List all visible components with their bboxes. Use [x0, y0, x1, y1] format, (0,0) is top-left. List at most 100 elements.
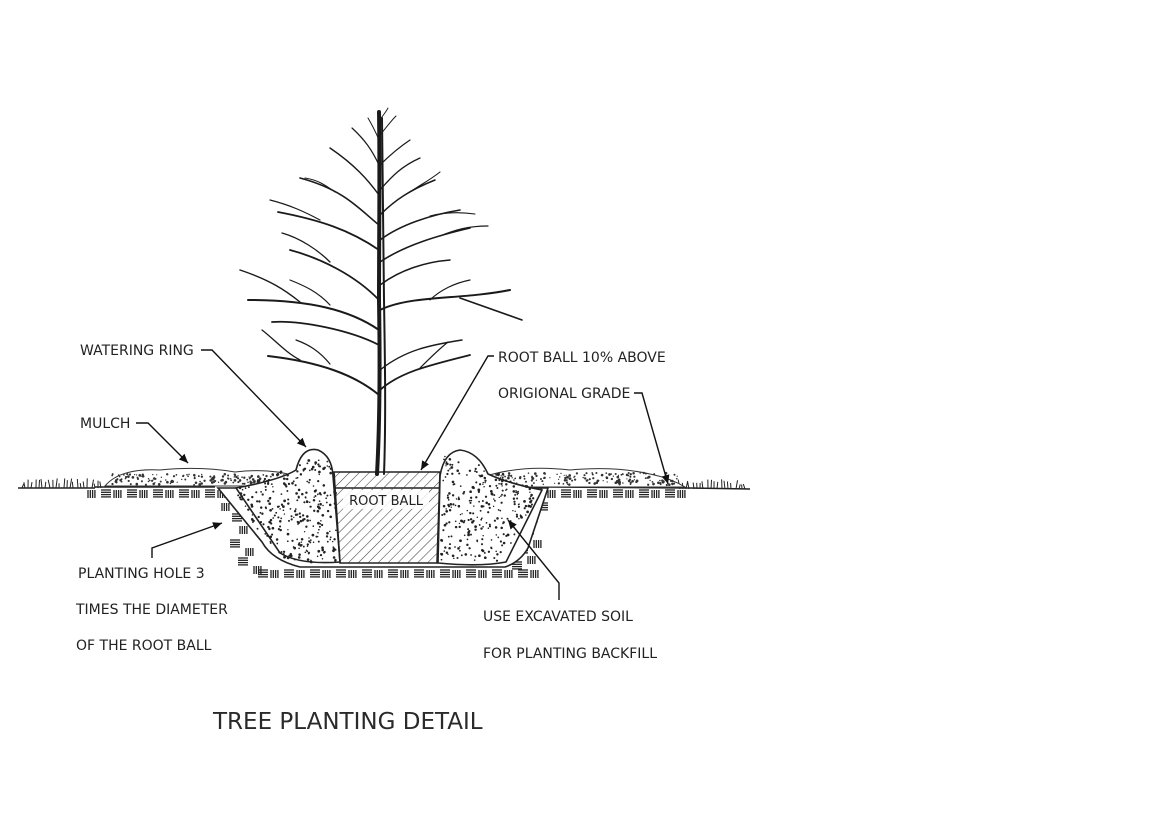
texture-dot [504, 479, 508, 482]
texture-dot [299, 544, 303, 547]
texture-dot [317, 540, 320, 543]
tree-branch [267, 355, 380, 396]
texture-dot [497, 536, 500, 539]
texture-dot [513, 533, 516, 536]
texture-dot [468, 499, 471, 502]
texture-dot [321, 548, 325, 552]
texture-dot [495, 559, 499, 562]
texture-dot [447, 553, 449, 556]
texture-dot [565, 479, 568, 482]
texture-dot [322, 504, 324, 507]
texture-dot [447, 469, 450, 472]
texture-dot [251, 478, 255, 481]
texture-dot [318, 500, 321, 502]
texture-dot [314, 489, 317, 492]
texture-dot [300, 537, 304, 541]
texture-dot [455, 498, 458, 500]
texture-dot [458, 472, 461, 475]
texture-dot [306, 480, 309, 483]
arrow-watering-ring [201, 349, 307, 448]
texture-dot [276, 473, 279, 476]
texture-dot [488, 523, 491, 526]
texture-dot [136, 476, 139, 479]
texture-dot [478, 523, 481, 526]
tree-branch [261, 329, 301, 361]
texture-dot [111, 474, 114, 477]
texture-dot [487, 527, 490, 529]
texture-dot [488, 506, 491, 509]
texture-dot [501, 493, 503, 496]
texture-dot [466, 474, 468, 476]
texture-dot [317, 531, 319, 534]
texture-dot [200, 482, 203, 485]
texture-dot [676, 475, 678, 477]
texture-dot [497, 472, 500, 476]
texture-dot [305, 491, 308, 494]
texture-dot [448, 521, 451, 524]
texture-dot [320, 523, 324, 527]
texture-dot [499, 551, 502, 554]
texture-dot [490, 546, 493, 549]
texture-dot [466, 543, 469, 547]
texture-dot [517, 492, 519, 495]
texture-dot [152, 473, 154, 476]
texture-dot [460, 554, 463, 557]
texture-dot [568, 483, 571, 486]
texture-dot [443, 523, 447, 527]
texture-dot [489, 489, 493, 493]
texture-dot [588, 478, 591, 481]
texture-dot [565, 474, 567, 476]
texture-dot [454, 520, 457, 523]
texture-dot [474, 528, 477, 531]
texture-dot [575, 472, 579, 475]
texture-dot [487, 511, 490, 514]
grass-tuft [707, 479, 719, 490]
texture-dot [306, 462, 309, 465]
texture-dot [633, 475, 636, 478]
texture-dot [166, 480, 169, 484]
texture-dot [494, 526, 498, 529]
texture-dot [562, 483, 565, 485]
texture-dot [232, 481, 235, 484]
texture-dot [444, 476, 447, 478]
texture-dot [271, 526, 275, 530]
texture-dot [152, 482, 155, 486]
texture-dot [187, 475, 189, 478]
texture-dot [591, 473, 594, 476]
texture-dot [502, 477, 504, 480]
texture-dot [314, 495, 317, 497]
texture-dot [584, 477, 587, 480]
texture-dot [539, 477, 543, 481]
texture-dot [248, 486, 250, 489]
texture-dot [530, 484, 534, 487]
texture-dot [498, 482, 500, 485]
texture-dot [282, 553, 285, 555]
texture-dot [472, 486, 475, 490]
texture-dot [149, 479, 151, 482]
texture-dot [482, 483, 484, 485]
texture-dot [540, 487, 542, 490]
texture-dot [151, 479, 154, 482]
texture-dot [495, 534, 498, 536]
texture-dot [298, 553, 301, 556]
texture-dot [309, 560, 313, 564]
texture-dot [491, 493, 494, 496]
label-excavated-soil-2: FOR PLANTING BACKFILL [483, 646, 657, 662]
texture-dot [237, 494, 240, 497]
texture-dot [501, 476, 504, 479]
grass-tuft [721, 479, 732, 490]
root-ball-label-bg [343, 490, 429, 509]
texture-dot [657, 481, 660, 485]
texture-dot [495, 550, 497, 553]
tree-branch [304, 177, 336, 193]
texture-dot [147, 480, 150, 483]
texture-dot [586, 479, 589, 482]
arrow-planting-hole [151, 522, 223, 558]
texture-dot [451, 494, 455, 497]
texture-dot [294, 508, 297, 510]
texture-dot [450, 466, 454, 469]
texture-dot [193, 473, 196, 477]
texture-dot [474, 525, 477, 528]
label-planting-hole-3: OF THE ROOT BALL [76, 638, 212, 654]
